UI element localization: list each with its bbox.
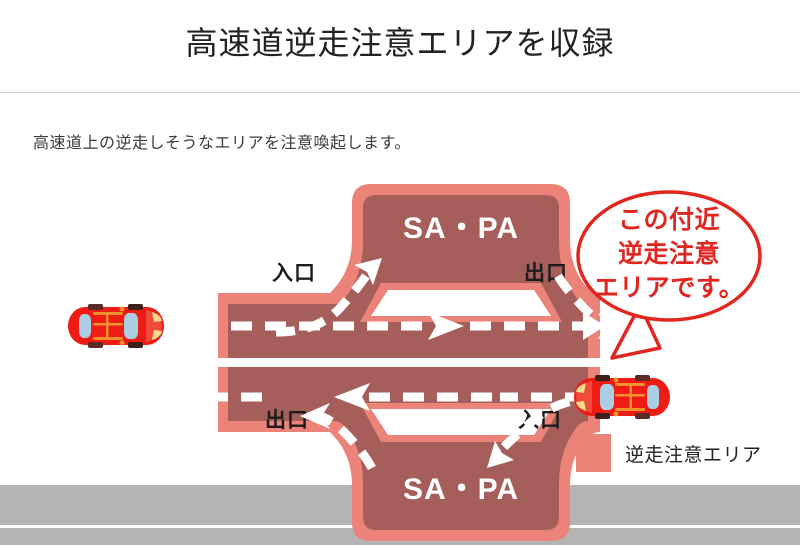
car-wrong-way — [574, 375, 670, 419]
subtitle-text: 高速道上の逆走しそうなエリアを注意喚起します。 — [33, 135, 411, 152]
highway-diagram: SA・PA SA・PA 入口 出口 出口 入口 — [0, 180, 800, 545]
wrong-way-callout-bubble: この付近 逆走注意 エリアです。 — [576, 190, 762, 360]
page-title: 高速道逆走注意エリアを収録 — [185, 25, 615, 61]
title-divider — [0, 92, 800, 93]
callout-line-2: 逆走注意 — [618, 239, 720, 268]
gate-label-top-left: 入口 — [272, 262, 316, 285]
legend-label-caution-area: 逆走注意エリア — [625, 444, 762, 466]
legend: 逆走注意エリア — [576, 434, 762, 472]
car-correct-direction — [68, 304, 164, 348]
gate-label-bottom-left: 出口 — [265, 409, 309, 432]
legend-swatch-caution-area — [576, 434, 611, 472]
sapa-label-bottom: SA・PA — [403, 473, 519, 506]
callout-line-3: エリアです。 — [594, 274, 745, 302]
callout-line-1: この付近 — [618, 206, 720, 234]
sapa-label-top: SA・PA — [403, 212, 519, 245]
